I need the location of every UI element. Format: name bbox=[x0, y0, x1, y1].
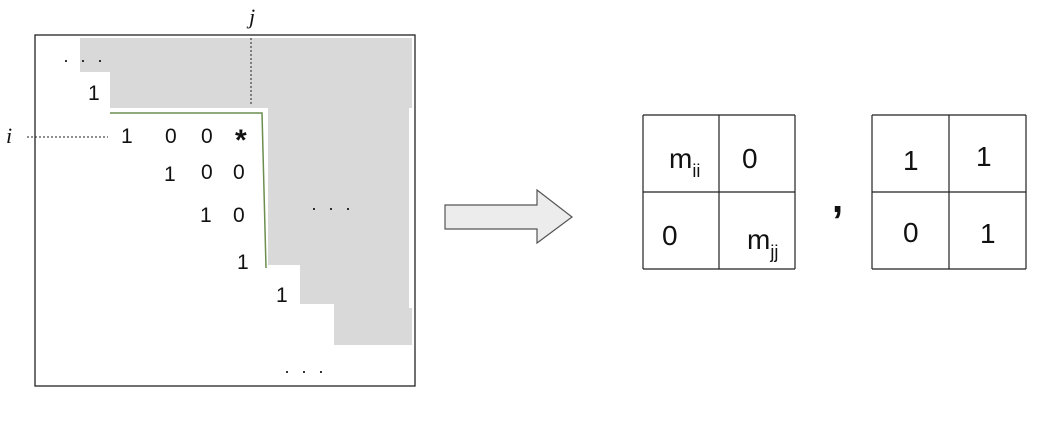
ellipsis-top-left: · · · bbox=[63, 50, 106, 70]
entry-r1-star: * bbox=[235, 124, 247, 157]
entry-r2-c2: 0 bbox=[201, 161, 213, 184]
entry-r1-c1: 1 bbox=[121, 125, 133, 148]
comma-separator: , bbox=[832, 177, 843, 221]
cell-a21: 0 bbox=[662, 220, 678, 251]
entry-r1-c3: 0 bbox=[201, 125, 213, 148]
right-arrow-icon bbox=[444, 188, 573, 245]
matrix-b: 1 1 0 1 bbox=[871, 114, 1027, 270]
entry-r1-c2: 0 bbox=[165, 125, 177, 148]
cell-b11: 1 bbox=[903, 145, 919, 176]
block-border bbox=[110, 112, 267, 269]
ellipsis-right: · · · bbox=[311, 198, 354, 218]
matrix-frame bbox=[34, 34, 416, 387]
entry-r0: 1 bbox=[88, 82, 100, 105]
left-matrix: i j · · · · · · · · · 1 1 0 0 * 1 0 0 1 … bbox=[6, 4, 416, 387]
shaded-region bbox=[80, 38, 412, 345]
row-index-label: i bbox=[6, 123, 12, 148]
matrix-a: mii 0 0 mjj bbox=[642, 114, 796, 270]
entry-r4: 1 bbox=[237, 251, 249, 274]
cell-b21: 0 bbox=[903, 217, 919, 248]
entry-r3-c2: 0 bbox=[233, 204, 245, 227]
shade-gap bbox=[409, 108, 415, 308]
col-index-label: j bbox=[246, 4, 255, 29]
cell-b22: 1 bbox=[980, 218, 996, 249]
cell-b12: 1 bbox=[976, 141, 992, 172]
entry-r2-c1: 1 bbox=[164, 163, 176, 186]
cell-a11: mii bbox=[669, 143, 700, 181]
entry-r2-c3: 0 bbox=[233, 161, 245, 184]
entry-r5: 1 bbox=[276, 284, 288, 307]
cell-a12: 0 bbox=[742, 143, 758, 174]
cell-a22: mjj bbox=[747, 224, 778, 262]
entry-r3-c1: 1 bbox=[200, 204, 212, 227]
ellipsis-bottom: · · · bbox=[284, 361, 327, 381]
